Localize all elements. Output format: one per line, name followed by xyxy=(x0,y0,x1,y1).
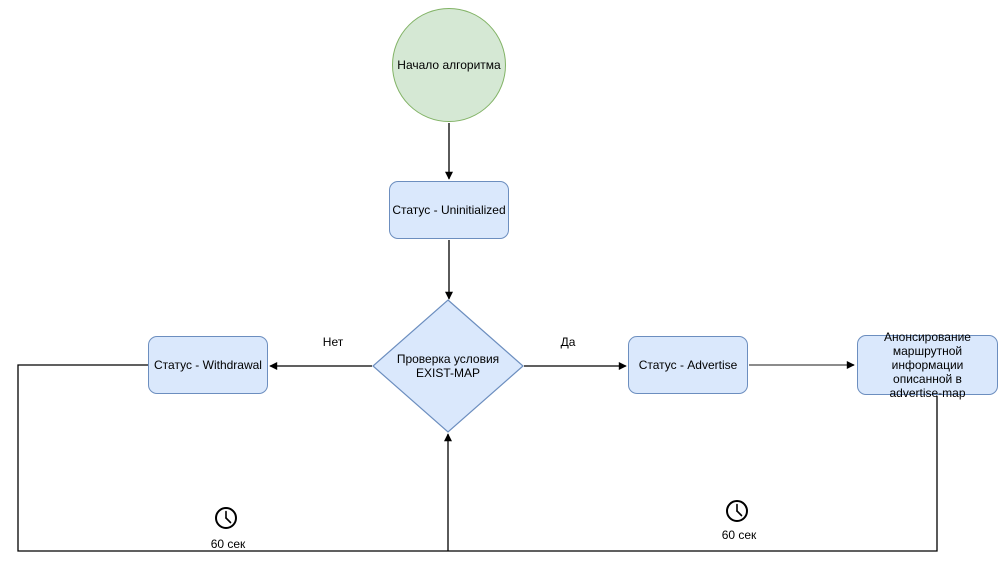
decision-node-shape xyxy=(372,299,524,433)
clock-icon xyxy=(726,500,748,522)
start-node: Начало алгоритма xyxy=(392,8,506,122)
status-uninitialized-node: Статус - Uninitialized xyxy=(389,181,509,239)
start-node-label: Начало алгоритма xyxy=(397,57,501,72)
edge-label-no: Нет xyxy=(313,335,353,349)
status-withdrawal-label: Статус - Withdrawal xyxy=(154,357,262,372)
decision-node-label: Проверка условия EXIST-MAP xyxy=(396,351,500,380)
announce-route-info-label: Анонсирование маршрутной информации опис… xyxy=(884,329,971,401)
status-uninitialized-label: Статус - Uninitialized xyxy=(392,202,506,217)
status-advertise-node: Статус - Advertise xyxy=(628,336,748,394)
edge-loop-return-path xyxy=(17,364,938,552)
announce-route-info-node: Анонсирование маршрутной информации опис… xyxy=(857,330,998,400)
timer-label-right: 60 сек xyxy=(721,528,757,542)
decision-node-label-area: Проверка условия EXIST-MAP xyxy=(383,336,513,396)
timer-label-left: 60 сек xyxy=(210,537,246,551)
status-withdrawal-node: Статус - Withdrawal xyxy=(148,336,268,394)
status-advertise-label: Статус - Advertise xyxy=(638,357,738,372)
edge-label-yes: Да xyxy=(548,335,588,349)
clock-icon xyxy=(215,507,237,529)
